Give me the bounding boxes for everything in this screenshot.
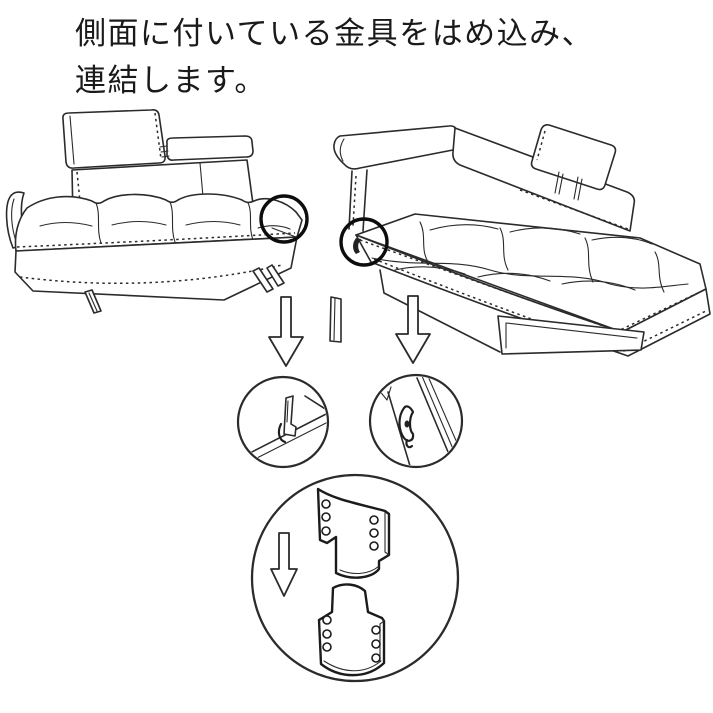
right-sofa-cushion-arc-1 <box>429 224 499 231</box>
left-sofa-front-leg-edge <box>88 292 98 312</box>
screw-hole <box>369 541 379 551</box>
left-sofa-headrest-stitching <box>154 112 162 160</box>
screw-hole <box>321 526 331 536</box>
connector-corner-crease-left <box>271 227 297 238</box>
left-sofa-backrest-stitching <box>76 171 83 222</box>
slot-fitting-foot <box>405 438 414 449</box>
right-sofa-tuft-seam-2 <box>499 227 509 271</box>
right-sofa-left-leg <box>329 296 342 343</box>
left-sofa-right-leg-2 <box>266 264 285 287</box>
screw-hole <box>321 499 331 509</box>
right-sofa-headrest-stitching <box>536 130 546 161</box>
hook-fitting-hook <box>277 422 287 444</box>
right-sofa <box>329 124 711 357</box>
screw-hole <box>371 625 381 635</box>
right-sofa-tuft-seam-3 <box>584 237 594 283</box>
right-sofa-tuft-seam-4 <box>654 251 665 293</box>
left-sofa-seat-piping <box>16 232 296 248</box>
left-sofa-cushion-crease-2 <box>111 220 167 226</box>
left-sofa-headrest-hinge <box>159 145 170 158</box>
right-sofa-backrest-stitching <box>519 189 629 230</box>
instruction-line-1: 側面に付いている金具をはめ込み、 <box>75 16 595 51</box>
left-sofa <box>5 109 303 314</box>
screw-hole <box>322 642 332 652</box>
left-sofa-tuft-seam-1 <box>95 202 102 244</box>
right-sofa-cushion-arc-5 <box>477 272 551 282</box>
right-sofa-left-leg-edge <box>333 297 336 341</box>
left-sofa-headrest-large <box>62 109 166 169</box>
down-arrow-right-icon <box>395 295 431 364</box>
left-sofa-base-piping <box>19 264 283 285</box>
right-sofa-cushion-arc-2 <box>509 227 581 235</box>
screw-hole <box>371 639 381 649</box>
left-sofa-cushion-crease-3 <box>185 220 241 226</box>
metal-bracket-bottom <box>317 583 386 677</box>
right-sofa-sled-base <box>497 315 645 355</box>
left-sofa-right-leg-1 <box>252 267 274 293</box>
connector-callout-circle-left <box>259 194 309 244</box>
magnifier-circle-right <box>368 373 464 469</box>
left-sofa-headrest-edge <box>69 115 75 165</box>
instruction-text: 側面に付いている金具をはめ込み、 連結します。 <box>75 10 675 104</box>
right-sofa-sled-base-inner <box>505 322 638 349</box>
right-sofa-tuft-seam-1 <box>419 221 429 263</box>
left-sofa-headrest-small <box>166 135 254 161</box>
right-sofa-cushion-arc-4 <box>394 266 466 275</box>
left-sofa-tuft-seam-2 <box>169 201 176 243</box>
instruction-line-2: 連結します。 <box>75 63 267 98</box>
connector-fitting-mark-right <box>353 238 361 254</box>
screw-hole <box>369 515 379 525</box>
down-arrow-left-icon <box>268 296 304 367</box>
metal-bracket-top <box>316 487 391 579</box>
left-sofa-tuft-seam-3 <box>247 202 254 241</box>
detail-circle-hook-fitting <box>236 375 330 469</box>
screw-hole <box>369 528 379 538</box>
detail-circle-slot-fitting <box>368 373 464 469</box>
screw-hole <box>321 512 331 522</box>
hook-fitting-edge <box>286 400 289 423</box>
right-sofa-base-edge <box>379 269 501 353</box>
right-sofa-headrest-posts <box>554 171 583 201</box>
right-sofa-armrest <box>333 125 459 170</box>
chaise-rail-stripe-3 <box>426 376 461 453</box>
left-sofa-cushion-crease-1 <box>39 221 93 227</box>
sofa-edge-line-2 <box>248 420 327 463</box>
right-sofa-seat-piping-top <box>359 239 703 332</box>
screw-hole <box>371 653 381 663</box>
hook-fitting-plate <box>283 395 297 437</box>
down-arrow-assembly-icon <box>270 532 298 597</box>
screw-hole <box>322 615 332 625</box>
right-sofa-arm-post-stitching <box>352 175 357 227</box>
chaise-rail-stripe-1 <box>416 377 452 460</box>
connector-callout-circle-right <box>339 217 389 267</box>
screw-hole <box>322 629 332 639</box>
slot-fitting-body <box>398 405 415 442</box>
right-sofa-arm-post <box>348 169 368 232</box>
right-sofa-seat-front <box>355 234 711 357</box>
metal-bracket-top-thickness <box>339 511 390 575</box>
detail-circle-bracket-assembly <box>250 473 460 683</box>
right-sofa-headrest <box>530 124 617 191</box>
right-sofa-armrest-cap <box>339 138 345 162</box>
right-sofa-backrest <box>452 127 636 232</box>
right-sofa-cushion-arc-6 <box>561 280 636 291</box>
right-sofa-cushion-arc-3 <box>591 236 653 245</box>
chaise-rail-stripe-2 <box>421 376 457 457</box>
slot-fitting-hole <box>404 420 410 428</box>
magnifier-circle-left <box>236 375 330 469</box>
